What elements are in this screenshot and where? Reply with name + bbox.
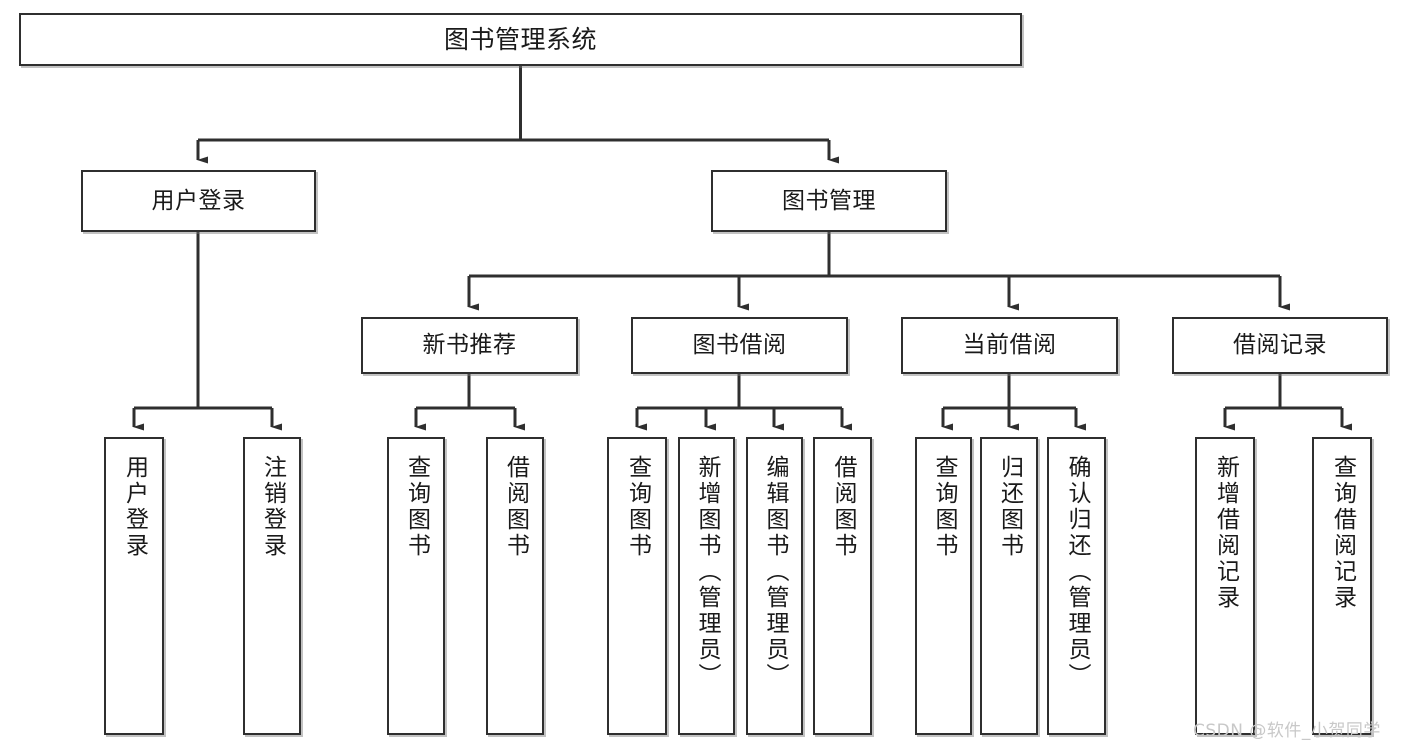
leaf-label: 确认归还（管理员） [1064,455,1090,689]
node-root-system[interactable]: 图书管理系统 [19,13,1022,66]
leaf-add-borrow-record[interactable]: 新增借阅记录 [1195,437,1255,735]
node-new-book-recommend[interactable]: 新书推荐 [361,317,578,374]
leaf-label: 查询借阅记录 [1329,455,1356,611]
leaf-confirm-return-admin[interactable]: 确认归还（管理员） [1047,437,1106,735]
node-label: 当前借阅 [962,332,1057,359]
leaf-logout[interactable]: 注销登录 [243,437,301,735]
node-borrow-record[interactable]: 借阅记录 [1172,317,1388,374]
node-current-borrow[interactable]: 当前借阅 [901,317,1118,374]
leaf-label: 借阅图书 [830,455,856,559]
node-book-borrow[interactable]: 图书借阅 [631,317,848,374]
node-label: 图书借阅 [692,332,787,359]
leaf-query-borrow-record[interactable]: 查询借阅记录 [1312,437,1372,735]
leaf-query-book-recommend[interactable]: 查询图书 [387,437,445,735]
leaf-add-book-admin[interactable]: 新增图书（管理员） [678,437,735,735]
leaf-label: 查询图书 [403,455,430,559]
leaf-label: 新增借阅记录 [1212,455,1239,611]
node-label: 借阅记录 [1233,332,1327,359]
leaf-edit-book-admin[interactable]: 编辑图书（管理员） [746,437,803,735]
leaf-label: 编辑图书（管理员） [762,455,788,689]
leaf-label: 查询图书 [931,455,957,559]
leaf-user-login[interactable]: 用户登录 [104,437,164,735]
leaf-label: 查询图书 [624,455,651,559]
node-label: 图书管理 [782,187,876,214]
leaf-label: 用户登录 [121,455,148,559]
leaf-borrow-book-recommend[interactable]: 借阅图书 [486,437,544,735]
node-label: 用户登录 [151,187,246,214]
node-book-management[interactable]: 图书管理 [711,170,947,232]
node-label: 新书推荐 [422,332,517,359]
leaf-query-book-borrow[interactable]: 查询图书 [607,437,667,735]
leaf-label: 归还图书 [996,455,1023,559]
leaf-return-book[interactable]: 归还图书 [980,437,1038,735]
leaf-label: 新增图书（管理员） [694,455,720,689]
leaf-borrow-book[interactable]: 借阅图书 [813,437,872,735]
leaf-label: 注销登录 [259,455,286,559]
node-label: 图书管理系统 [443,25,597,54]
node-user-login[interactable]: 用户登录 [81,170,316,232]
leaf-query-book-current[interactable]: 查询图书 [915,437,972,735]
leaf-label: 借阅图书 [502,455,529,559]
watermark-text: CSDN @软件_小贺同学 [1193,721,1381,741]
